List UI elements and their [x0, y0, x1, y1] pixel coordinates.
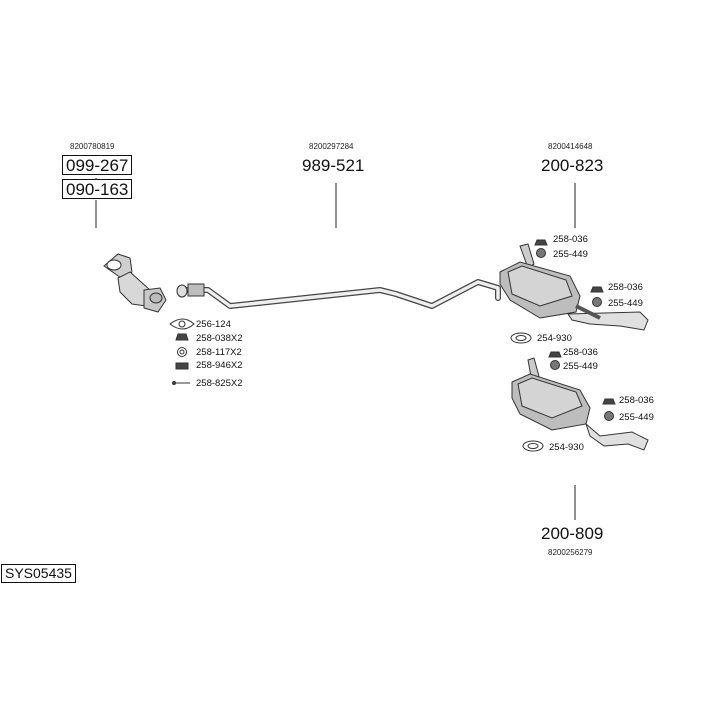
rubber-mount-icon [602, 398, 616, 405]
hardware-lower-clamp[interactable]: 254-930 [549, 442, 584, 453]
oe-number-rear-upper: 8200414648 [548, 142, 593, 151]
hardware-front-0[interactable]: 256-124 [196, 319, 231, 330]
hardware-upper-side-0[interactable]: 258-036 [608, 282, 643, 293]
part-number-front-primary[interactable]: 099-267 [62, 155, 133, 175]
muffler-icon [511, 357, 649, 451]
hardware-upper-side-1[interactable]: 255-449 [608, 298, 643, 309]
hardware-front-3[interactable]: 258-946X2 [196, 360, 243, 371]
gasket-icon [179, 349, 185, 355]
oe-number-front: 8200780819 [70, 142, 115, 151]
rubber-mount-icon [550, 360, 560, 370]
muffler-icon [499, 243, 649, 331]
hardware-lower-side-0[interactable]: 258-036 [619, 395, 654, 406]
part-number-middle[interactable]: 989-521 [302, 156, 365, 175]
hardware-lower-side-1[interactable]: 255-449 [619, 412, 654, 423]
part-number-front-secondary[interactable]: 090-163 [62, 179, 133, 199]
system-code: SYS05435 [1, 564, 76, 583]
hardware-front-2[interactable]: 258-117X2 [196, 347, 242, 358]
rubber-mount-icon [175, 333, 189, 341]
gasket-icon [178, 320, 186, 328]
clamp-icon [527, 443, 539, 449]
exhaust-pipe-icon [176, 279, 501, 309]
hardware-upper-top-0[interactable]: 258-036 [553, 234, 588, 245]
rubber-mount-icon [590, 286, 604, 293]
rubber-mount-icon [548, 351, 562, 358]
hardware-upper-clamp[interactable]: 254-930 [537, 333, 572, 344]
bolt-icon [172, 381, 176, 385]
bolt-icon [175, 362, 189, 370]
part-number-rear-upper[interactable]: 200-823 [541, 156, 604, 175]
hardware-lower-top-0[interactable]: 258-036 [563, 347, 598, 358]
rubber-mount-icon [604, 411, 614, 421]
oe-number-middle: 8200297284 [309, 142, 354, 151]
part-number-rear-lower[interactable]: 200-809 [541, 524, 604, 543]
hardware-lower-top-1[interactable]: 255-449 [563, 361, 598, 372]
catalytic-converter-icon [103, 253, 167, 313]
hardware-upper-top-1[interactable]: 255-449 [553, 249, 588, 260]
hardware-front-4[interactable]: 258-825X2 [196, 378, 243, 389]
hardware-front-1[interactable]: 258-038X2 [196, 333, 243, 344]
clamp-icon [515, 335, 527, 341]
oe-number-rear-lower: 8200256279 [548, 548, 593, 557]
rubber-mount-icon [536, 248, 546, 258]
rubber-mount-icon [592, 297, 602, 307]
rubber-mount-icon [534, 239, 548, 246]
